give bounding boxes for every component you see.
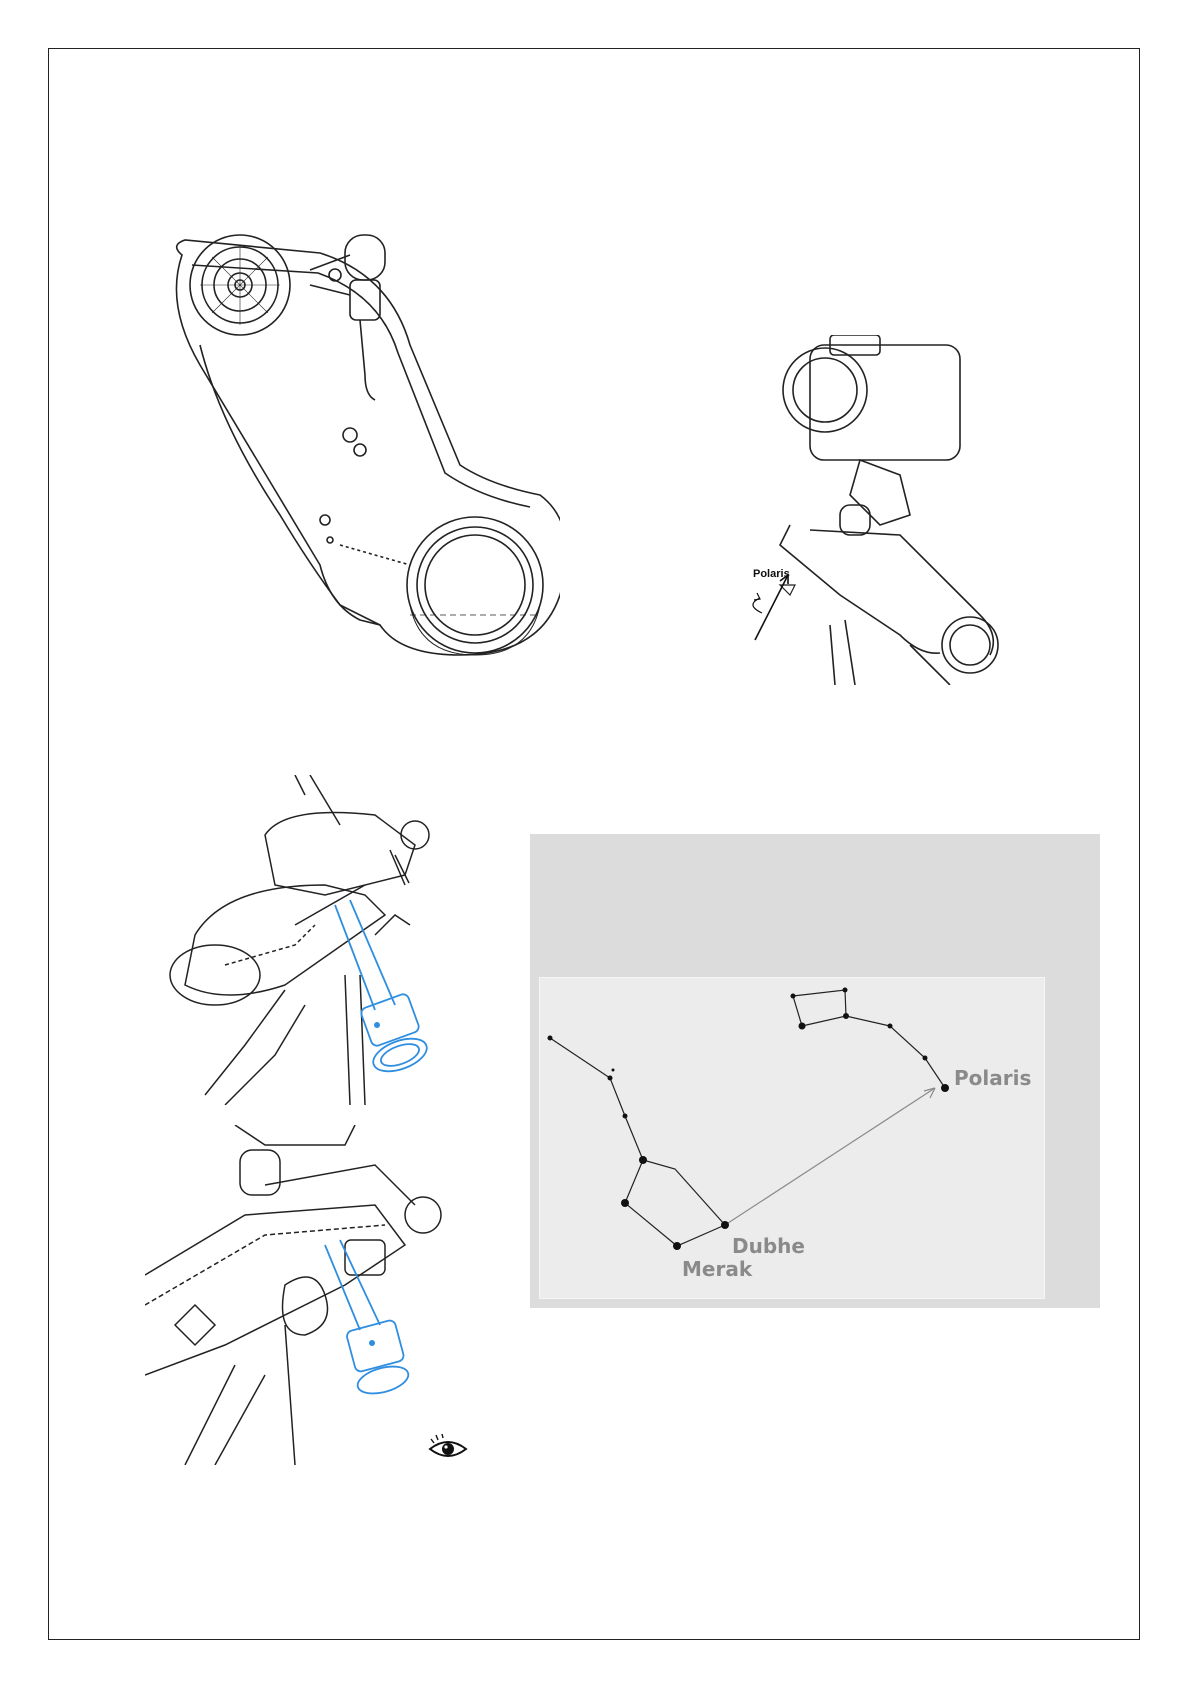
polaris-small-label: Polaris xyxy=(753,568,790,580)
star-map-panel: Polaris Dubhe Merak xyxy=(530,834,1100,1308)
star-map-inner: Polaris Dubhe Merak xyxy=(539,977,1045,1299)
camera-on-mount-illustration: Polaris xyxy=(750,335,1010,685)
polaris-label: Polaris xyxy=(954,1066,1031,1090)
polar-scope-viewing-illustration xyxy=(145,1125,455,1465)
eye-icon xyxy=(428,1433,468,1463)
dubhe-label: Dubhe xyxy=(732,1234,805,1258)
polar-scope-insert-illustration xyxy=(165,775,465,1105)
mount-top-view-illustration xyxy=(160,225,560,665)
merak-label: Merak xyxy=(682,1257,752,1281)
